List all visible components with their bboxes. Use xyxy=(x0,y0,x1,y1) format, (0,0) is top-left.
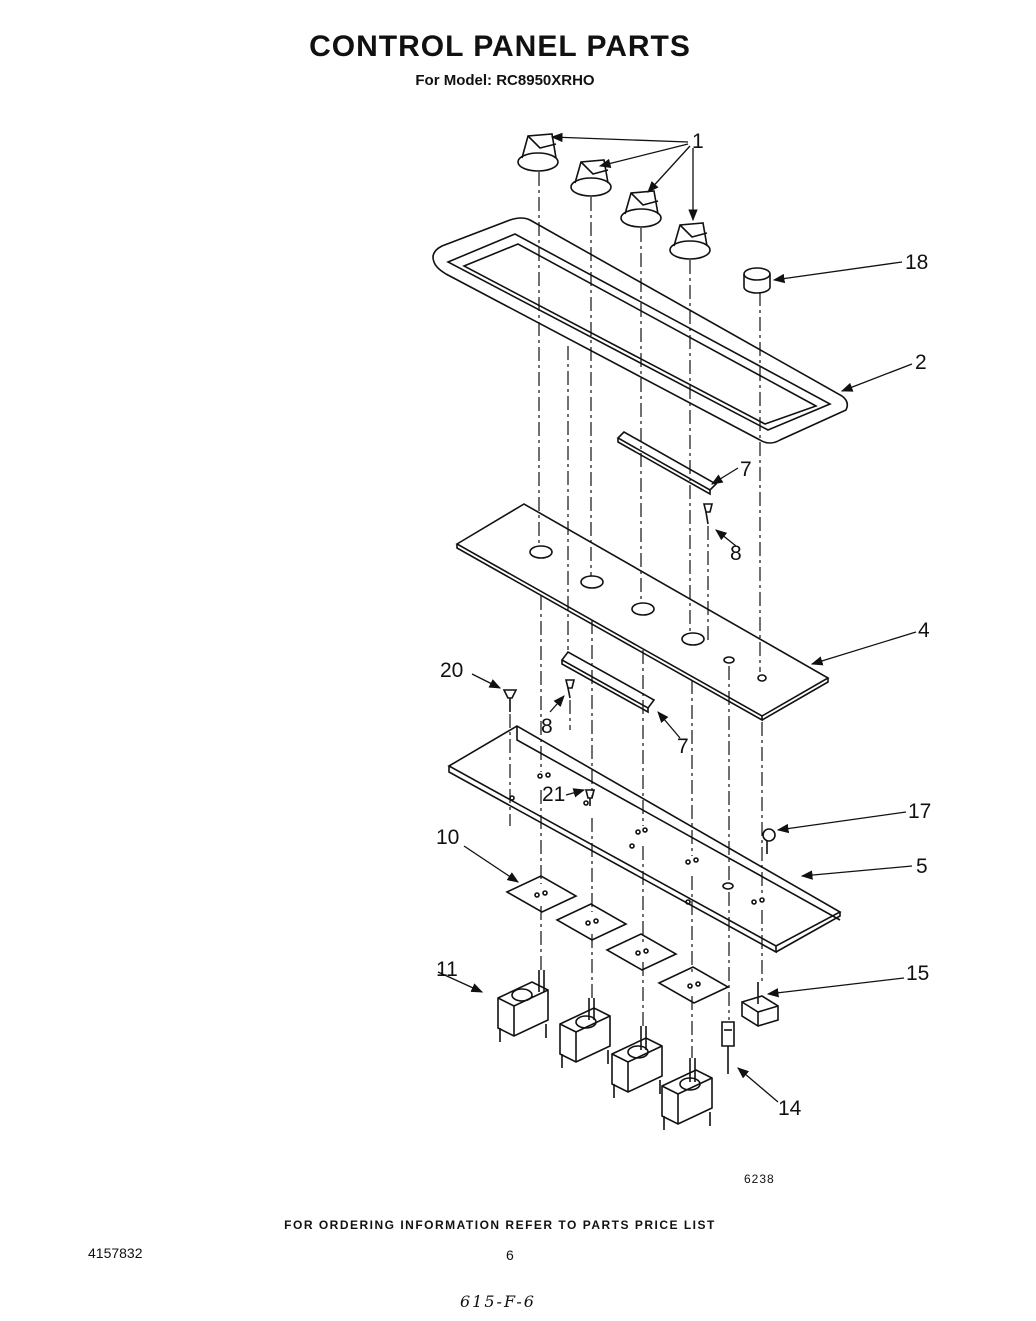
switch-4 xyxy=(661,1058,713,1130)
callout-20: 20 xyxy=(440,659,463,682)
drawing-number: 6238 xyxy=(744,1172,775,1186)
bracket-strip-upper xyxy=(616,431,718,496)
callout-8-lower: 8 xyxy=(541,715,553,738)
ordering-note: FOR ORDERING INFORMATION REFER TO PARTS … xyxy=(284,1218,716,1232)
insulator-3 xyxy=(605,933,678,971)
push-switch xyxy=(741,982,779,1027)
model-subtitle: For Model: RC8950XRHO xyxy=(415,72,595,89)
callout-18: 18 xyxy=(905,251,928,274)
button-cap xyxy=(743,267,771,294)
screw-lower xyxy=(564,679,576,699)
callout-4: 4 xyxy=(918,619,930,642)
callout-21: 21 xyxy=(542,783,565,806)
clip xyxy=(762,828,776,854)
handwritten-note: 615-F-6 xyxy=(460,1292,536,1311)
callout-1: 1 xyxy=(692,130,704,153)
callout-7-upper: 7 xyxy=(740,458,752,481)
callout-17: 17 xyxy=(908,800,931,823)
callout-7-lower: 7 xyxy=(677,735,689,758)
page-title: CONTROL PANEL PARTS xyxy=(309,30,691,63)
callout-15: 15 xyxy=(906,962,929,985)
leader-arrows xyxy=(437,132,917,1103)
switch-1 xyxy=(497,970,549,1042)
callout-8-upper: 8 xyxy=(730,542,742,565)
knob-4 xyxy=(669,222,711,260)
document-number: 4157832 xyxy=(88,1245,143,1261)
callout-5: 5 xyxy=(916,855,928,878)
bracket-strip-lower xyxy=(560,650,656,714)
screw-20 xyxy=(502,689,518,712)
insulator-1 xyxy=(505,875,578,913)
mounting-bracket xyxy=(447,725,842,954)
terminal-connector xyxy=(721,1021,735,1074)
switch-3 xyxy=(611,1026,663,1098)
alignment-lines xyxy=(509,172,763,1058)
switch-2 xyxy=(559,998,611,1068)
knob-1 xyxy=(517,133,559,172)
knob-2 xyxy=(570,159,612,197)
callout-11: 11 xyxy=(436,958,458,981)
callout-14: 14 xyxy=(778,1097,802,1120)
callout-2: 2 xyxy=(915,351,927,374)
control-panel-frame xyxy=(432,217,849,444)
insulator-4 xyxy=(657,966,730,1004)
insulator-2 xyxy=(555,903,628,941)
knob-3 xyxy=(620,190,662,228)
screw-upper xyxy=(702,503,714,525)
console-plate xyxy=(455,503,830,722)
page-number: 6 xyxy=(506,1247,514,1263)
callout-10: 10 xyxy=(436,826,459,849)
